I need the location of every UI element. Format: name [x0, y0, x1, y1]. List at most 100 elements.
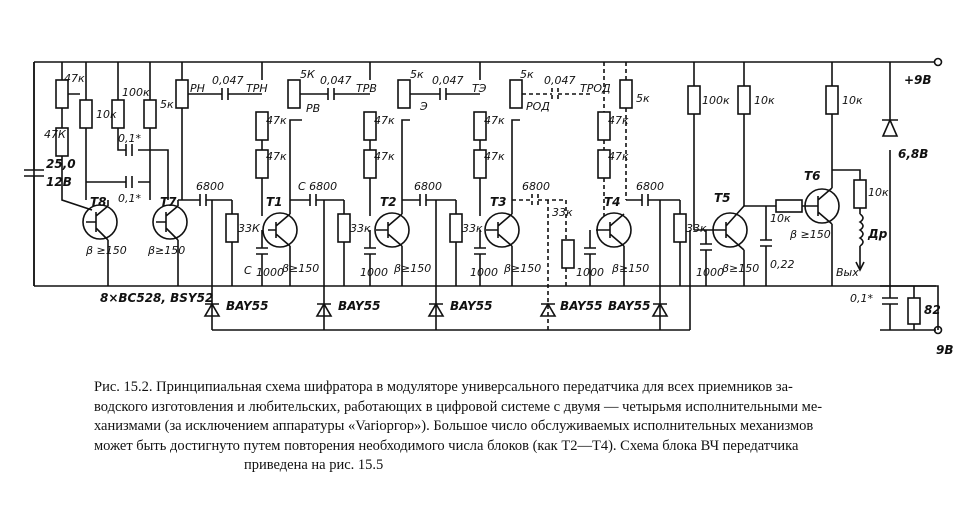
label-47k-e: 47к: [484, 114, 505, 127]
wire-t8-base: [61, 156, 93, 211]
wire-stage1b: [211, 62, 263, 330]
r-10k-5: [737, 85, 751, 115]
label-c6800-2: С 6800: [298, 180, 337, 193]
label-c0047-2: 0,047: [320, 74, 352, 87]
caption-line: водского изготовления и любительских, ра…: [94, 398, 823, 415]
label-c6800-1: 6800: [196, 180, 224, 193]
label-t2: Т2: [380, 195, 397, 209]
r-33k-4: [561, 239, 575, 269]
label-t3: Т3: [490, 195, 507, 209]
transistor-t2: [374, 212, 410, 248]
diode-bay55-3: [427, 302, 445, 317]
wire-t5-top: [693, 62, 745, 230]
label-c01a: 0,1*: [118, 132, 141, 145]
label-t1: Т1: [266, 195, 283, 209]
label-47k-a: 47к: [266, 114, 287, 127]
label-bay55-4: BAY55: [560, 299, 602, 313]
label-t5: Т5: [714, 191, 731, 205]
label-r82: 82: [924, 303, 941, 317]
cap-1000-3: [474, 229, 498, 286]
label-c1000-4: 1000: [576, 266, 604, 279]
label-t6: Т6: [804, 169, 821, 183]
cap-1000-2: [364, 229, 388, 286]
r-100k-5: [687, 85, 701, 115]
label-beta-5: β≥150: [721, 262, 759, 275]
label-bay55-3: BAY55: [450, 299, 492, 313]
wire-t6-top: [831, 62, 861, 180]
label-r100k-5: 100к: [702, 94, 730, 107]
label-c0047-1: 0,047: [212, 74, 244, 87]
wire-stage5: [659, 200, 691, 330]
label-c0047-4: 0,047: [544, 74, 576, 87]
caption-line: приведена на рис. 15.5: [244, 457, 384, 473]
wire-t4: [609, 213, 625, 286]
cap-01-out: [880, 286, 936, 331]
r-5k-t4: [619, 79, 633, 109]
label-5k-3: 5к: [520, 68, 534, 81]
label-bay55-5: BAY55: [608, 299, 650, 313]
wire-t3: [497, 119, 520, 286]
r-10k-6: [825, 85, 839, 115]
pot-5k-2: [287, 79, 301, 109]
label-beta-6: β ≥150: [789, 228, 831, 241]
label-47k-c: 47к: [374, 114, 395, 127]
wire-mv: [85, 62, 169, 200]
cap-0047-4: [522, 88, 592, 100]
r-33k-2: [337, 213, 351, 243]
label-33k-4: 33к: [552, 206, 573, 219]
label-c6800-3: 6800: [414, 180, 442, 193]
label-beta-3: β≥150: [503, 262, 541, 275]
label-r10k1: 10к: [96, 108, 117, 121]
cap-6800-3: [402, 194, 456, 206]
label-c1000-5: 1000: [696, 266, 724, 279]
cap-0047-2: [300, 88, 370, 100]
r-10k-1: [79, 99, 93, 129]
wire-t1: [275, 119, 302, 286]
pot-5k-3: [397, 79, 411, 109]
wire-stage4: [547, 62, 627, 330]
label-47k-h: 47к: [608, 150, 629, 163]
label-pot47k: 47к: [64, 72, 85, 85]
diode-bay55-4: [539, 302, 557, 317]
label-r10k-6: 10к: [842, 94, 863, 107]
r-10k-base6: [775, 199, 803, 213]
label-c1000-1: 1000: [256, 266, 284, 279]
label-c022: 0,22: [770, 258, 795, 271]
label-r100k1: 100к: [122, 86, 150, 99]
cap-01-a: [125, 144, 133, 156]
wire-t5: [725, 205, 745, 286]
cap-6800-2: [290, 194, 344, 206]
label-c0047-3: 0,047: [432, 74, 464, 87]
label-t7: Т7: [160, 195, 177, 209]
label-dr: Др: [867, 227, 888, 241]
output-arrow: [855, 261, 865, 272]
wire-t8-t7: [86, 199, 200, 286]
label-te: ТЭ: [472, 82, 487, 95]
r-33k-3: [449, 213, 463, 243]
label-r47k1: 47К: [44, 128, 67, 141]
label-47k-f: 47к: [484, 150, 505, 163]
label-zener: 6,8В: [898, 147, 928, 161]
label-47k-g: 47к: [608, 114, 629, 127]
r-33k-5: [673, 213, 687, 243]
label-supply-pos: +9В: [904, 73, 932, 87]
label-beta7: β≥150: [147, 244, 185, 257]
figure-caption: Рис. 15.2. Принципиальная схема шифратор…: [94, 378, 954, 476]
label-47k-d: 47к: [374, 150, 395, 163]
transistor-t1: [262, 212, 298, 248]
wire-t6: [802, 114, 833, 286]
label-33k-2: 33к: [350, 222, 371, 235]
label-rod: РОД: [526, 100, 550, 113]
cap-1000-4: [584, 229, 610, 286]
label-rh: РН: [190, 82, 205, 95]
label-types: 8×ВС528, BSY52: [100, 291, 213, 305]
label-c: С: [244, 264, 252, 277]
wire-stage3: [435, 62, 481, 330]
wire-stage1: [181, 62, 222, 200]
label-bay55-2: BAY55: [338, 299, 380, 313]
label-beta-2: β≥150: [393, 262, 431, 275]
diode-bay55-2: [315, 302, 333, 317]
label-beta8: β ≥150: [85, 244, 127, 257]
pot-47k: [61, 62, 80, 128]
r-10k-out: [853, 179, 867, 209]
